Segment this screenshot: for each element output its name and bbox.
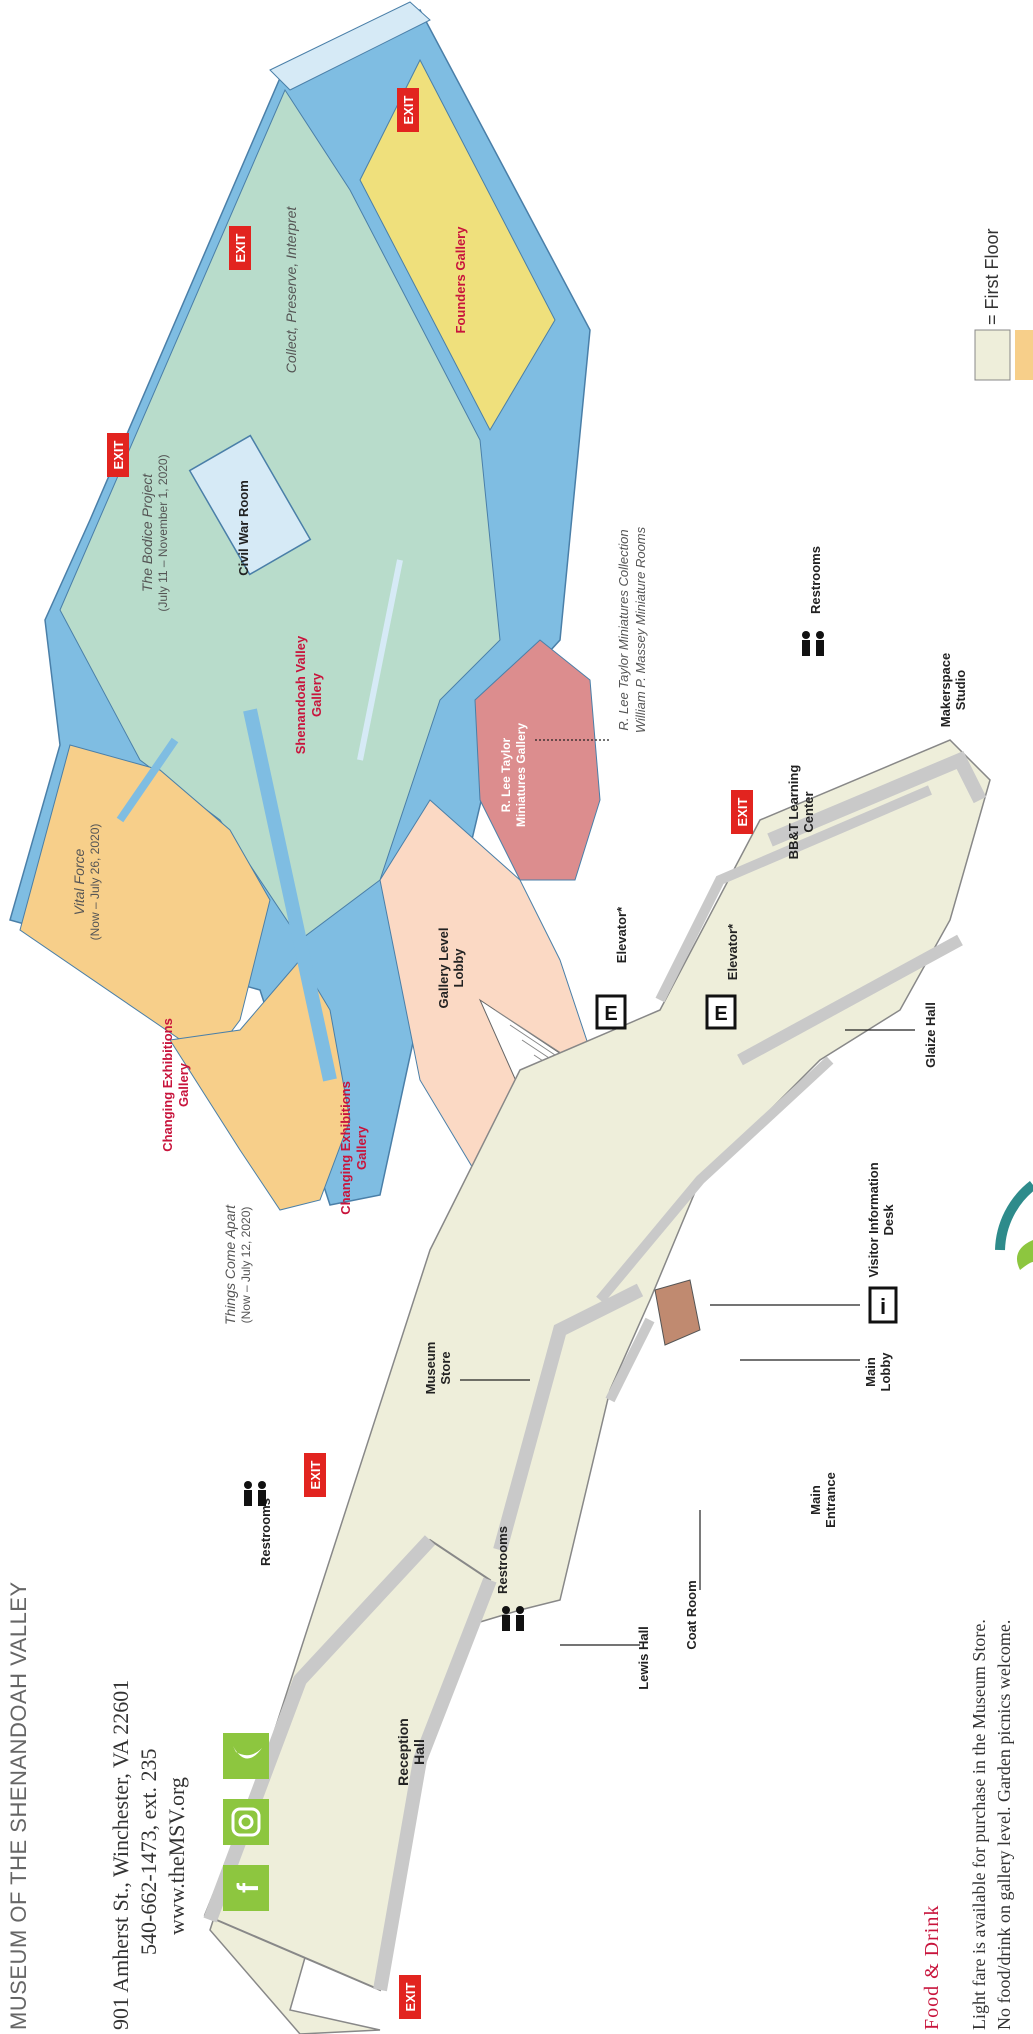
instagram-icon[interactable] [223, 1799, 269, 1845]
civil-war-label: Civil War Room [236, 480, 251, 576]
gallery-level-swatch [1015, 330, 1033, 380]
svg-text:f: f [232, 1882, 265, 1893]
website: www.theMSV.org [164, 1777, 189, 1935]
glaize-hall-block [209, 739, 991, 2034]
makerspace-label-2: Studio [953, 670, 968, 710]
elevator-label-2: Elevator* [725, 923, 740, 980]
main-entrance-label-1: Main [808, 1485, 823, 1515]
exit-label: EXIT [308, 1460, 323, 1489]
restrooms-label-2: Restrooms [495, 1526, 510, 1594]
changing-exhibitions-gallery-lower [169, 959, 351, 1211]
food-drink-line1: Light fare is available for purchase in … [969, 1619, 989, 2030]
main-lobby-label-2: Lobby [878, 1352, 893, 1392]
gallery-lobby-label-1: Gallery Level [436, 928, 451, 1009]
bbt-label-1: BB&T Learning [786, 765, 801, 860]
main-lobby-label-1: Main [863, 1357, 878, 1387]
gallery-lobby-label-2: Lobby [451, 948, 466, 988]
food-drink-title: Food & Drink [921, 1905, 943, 2030]
phone: 540-662-1473, ext. 235 [136, 1748, 161, 1955]
exit-signs: EXIT EXIT EXIT EXIT EXIT EXIT [107, 88, 753, 2019]
bodice-title: The Bodice Project [139, 473, 155, 592]
museum-name: MUSEUM OF THE SHENANDOAH VALLEY [6, 1581, 31, 2030]
exit-sign [107, 433, 129, 477]
glaize-label: Glaize Hall [923, 1002, 938, 1068]
civil-war-room [188, 434, 312, 576]
reception-label-1: Reception [395, 1718, 411, 1786]
elevator-label-1: Elevator* [614, 906, 629, 963]
exit-sign [304, 1453, 326, 1497]
restrooms-label-1: Restrooms [258, 1498, 273, 1566]
founders-label: Founders Gallery [453, 226, 468, 334]
changing-b-label-2: Gallery [354, 1125, 369, 1170]
exit-sign [731, 790, 753, 834]
miniatures-note-2: William P. Massey Miniature Rooms [633, 526, 648, 733]
twitter-icon[interactable] [223, 1733, 269, 1779]
restroom-icon [802, 631, 824, 656]
exit-label: EXIT [111, 440, 126, 469]
elevator-icon: E [705, 994, 737, 1030]
info-icon: i [868, 1286, 898, 1324]
bodice-dates: (July 11 – November 1, 2020) [156, 454, 170, 611]
logo-fragment [995, 1181, 1033, 1251]
lewis-hall-label: Lewis Hall [636, 1626, 651, 1690]
miniatures-note-1: R. Lee Taylor Miniatures Collection [616, 529, 631, 730]
address: 901 Amherst St., Winchester, VA 22601 [108, 1680, 133, 2030]
collect-preserve-label: Collect, Preserve, Interpret [283, 206, 299, 374]
svg-text:E: E [604, 1003, 617, 1025]
svg-text:i: i [880, 1294, 886, 1319]
food-drink-line2: No food/drink on gallery level. Garden p… [994, 1620, 1014, 2030]
gallery-level [9, 1, 642, 1211]
first-floor-swatch [974, 329, 1011, 381]
exit-label: EXIT [403, 1982, 418, 2011]
changing-a-label-2: Gallery [176, 1062, 191, 1107]
visitor-label-2: Desk [881, 1204, 896, 1236]
main-entrance-label-2: Entrance [823, 1472, 838, 1528]
restrooms-label-3: Restrooms [808, 546, 823, 614]
coat-room-label: Coat Room [684, 1580, 699, 1649]
restroom-icon [244, 1481, 266, 1506]
shenandoah-label-2: Gallery [309, 672, 324, 717]
exit-label: EXIT [735, 797, 750, 826]
restroom-icon [502, 1606, 524, 1631]
museum-store-label-1: Museum [423, 1342, 438, 1395]
changing-a-label-1: Changing Exhibitions [160, 1018, 175, 1152]
first-floor [203, 739, 991, 2034]
facebook-icon[interactable]: f [223, 1865, 269, 1911]
things-dates: (Now – July 12, 2020) [239, 1207, 253, 1324]
vital-force-title: Vital Force [71, 848, 87, 915]
exit-label: EXIT [401, 95, 416, 124]
things-title: Things Come Apart [222, 1204, 238, 1325]
makerspace-label-1: Makerspace [938, 653, 953, 727]
legend-first-floor: = First Floor [982, 228, 1002, 325]
visitor-information-desk [654, 1279, 701, 1346]
exit-sign [397, 88, 419, 132]
miniatures-gallery [474, 639, 601, 881]
vital-force-dates: (Now – July 26, 2020) [88, 824, 102, 941]
exit-sign [399, 1975, 421, 2019]
museum-store-label-2: Store [438, 1351, 453, 1384]
shenandoah-label-1: Shenandoah Valley [293, 635, 308, 754]
exit-sign [229, 226, 251, 270]
changing-b-label-1: Changing Exhibitions [338, 1081, 353, 1215]
miniatures-label-2: Miniatures Gallery [514, 723, 528, 827]
reception-label-2: Hall [411, 1739, 427, 1765]
exit-label: EXIT [233, 233, 248, 262]
elevator-icon: E [595, 994, 627, 1030]
visitor-label-1: Visitor Information [866, 1162, 881, 1277]
svg-text:E: E [714, 1003, 727, 1025]
bbt-label-2: Center [801, 791, 816, 832]
miniatures-label-1: R. Lee Taylor [499, 737, 513, 812]
